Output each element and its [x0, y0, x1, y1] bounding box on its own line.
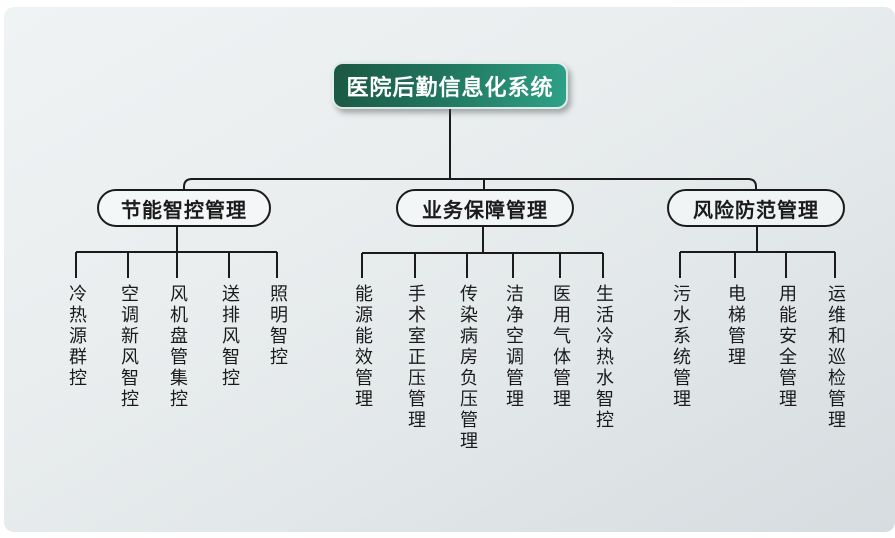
- leaf-label: 洁净空调管理: [503, 284, 524, 410]
- leaf-label: 电梯管理: [725, 284, 746, 368]
- branch1-to-leaves-connector: [75, 226, 278, 278]
- branch2-to-leaves-connector: [361, 226, 604, 278]
- leaf-label: 传染病房负压管理: [457, 284, 478, 452]
- leaf-label: 风机盘管集控: [167, 284, 188, 410]
- leaf-label: 运维和巡检管理: [825, 284, 846, 431]
- leaf-label: 医用气体管理: [550, 284, 571, 410]
- leaf-label: 用能安全管理: [776, 284, 797, 410]
- leaf-label: 空调新风智控: [118, 284, 139, 410]
- leaf-label: 手术室正压管理: [405, 284, 426, 431]
- branch-node-business-support: 业务保障管理: [396, 189, 574, 227]
- leaf-label: 照明智控: [267, 284, 288, 368]
- branch3-to-leaves-connector: [679, 226, 836, 278]
- branch-node-risk-prevention: 风险防范管理: [667, 189, 845, 227]
- leaf-label: 污水系统管理: [670, 284, 691, 410]
- root-to-branches-connector: [183, 108, 757, 191]
- root-node: 医院后勤信息化系统: [332, 62, 568, 109]
- leaf-label: 冷热源群控: [66, 284, 87, 389]
- leaf-label: 能源能效管理: [352, 284, 373, 410]
- leaf-label: 生活冷热水智控: [593, 284, 614, 431]
- branch-node-energy-saving: 节能智控管理: [97, 189, 271, 227]
- leaf-label: 送排风智控: [219, 284, 240, 389]
